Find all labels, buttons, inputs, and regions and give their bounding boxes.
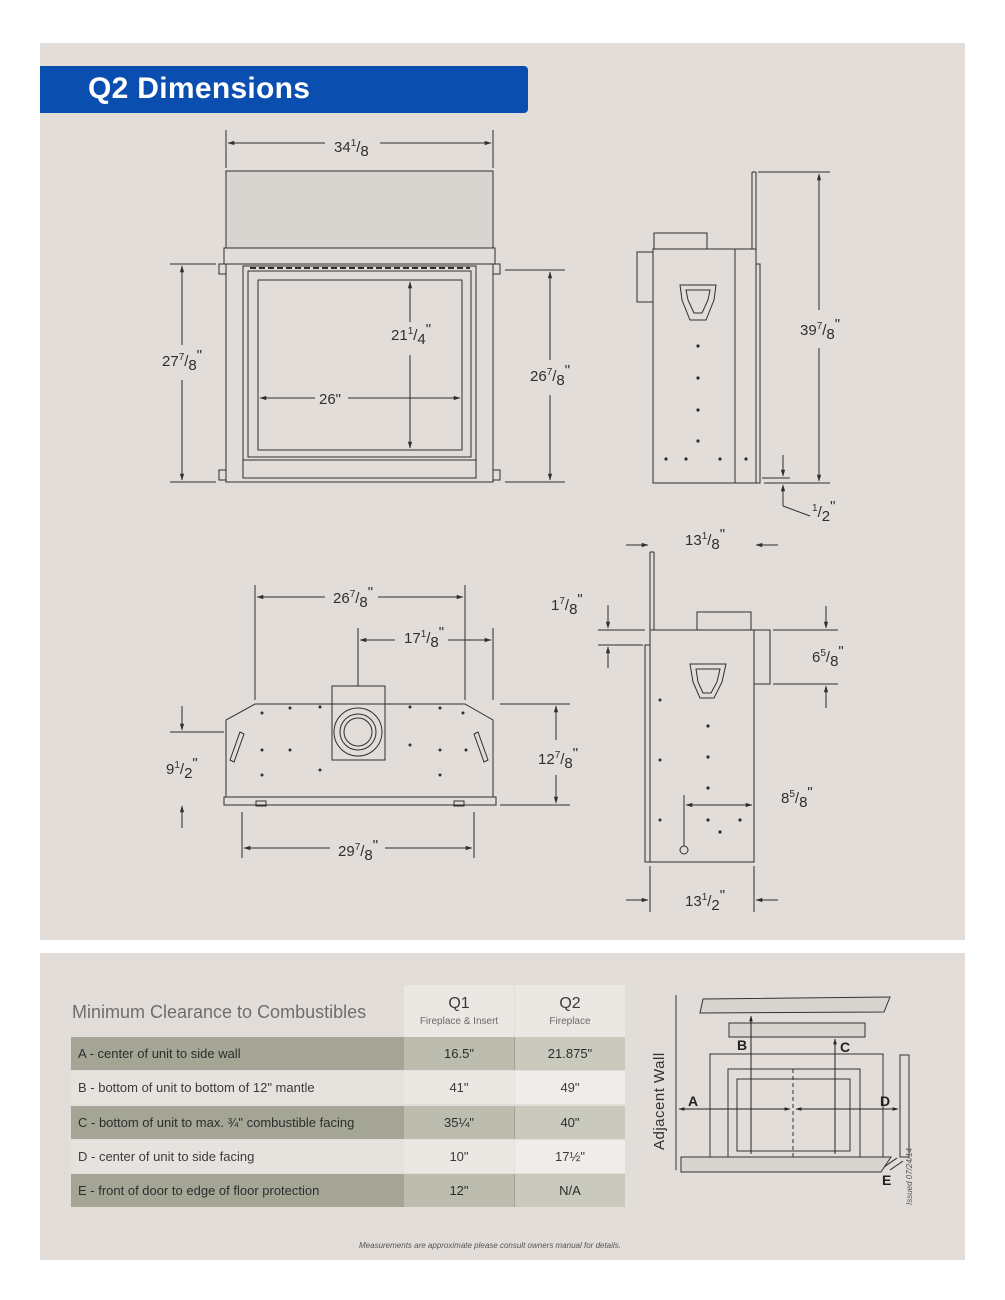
clearance-title: Minimum Clearance to Combustibles [72,1002,367,1022]
diagram-letter-d: D [880,1093,891,1109]
diagram-letter-e: E [882,1172,892,1188]
footnote: Measurements are approximate please cons… [359,1241,621,1250]
dim-opening-width: 26" [319,391,341,408]
drawing-panel [40,43,965,940]
dim-front-height: 277/8" [162,347,202,374]
diagram-letter-a: A [688,1093,699,1109]
dim-top-total-depth: 127/8" [538,745,578,772]
dim-top-depth: 267/8" [333,584,373,611]
column-header-q2: Q2 Fireplace [515,985,625,1037]
dim-rear-top-width: 131/8" [685,526,725,553]
top-view [223,685,497,807]
dim-side-height: 397/8" [800,316,840,343]
diagram-letter-b: B [737,1037,748,1053]
dim-vent-offset: 171/8" [404,624,444,651]
side-view [636,171,761,484]
dim-rear-vent-center: 85/8" [781,784,813,811]
dimension-drawings: 341/8 277/8" 211/4" 26" 267/8" 397/8" 1/… [162,130,844,914]
table-row: E - front of door to edge of floor prote… [71,1174,625,1207]
diagram-letter-c: C [840,1039,851,1055]
front-view [218,170,501,483]
dim-top-side-depth: 91/2" [166,755,198,782]
table-row: B - bottom of unit to bottom of 12" mant… [71,1071,625,1104]
rear-view [644,551,771,863]
dim-front-width: 341/8 [334,138,369,160]
title-bar: Q2 Dimensions [40,66,528,113]
adjacent-wall-label: Adjacent Wall [651,1052,668,1150]
column-header-q1: Q1 Fireplace & Insert [404,985,514,1037]
dim-rear-bottom-width: 131/2" [685,887,725,914]
issued-date: Issued 07/24/14 [905,1148,914,1205]
dim-top-bottom-width: 297/8" [338,837,378,864]
dim-rear-top-step: 17/8" [551,591,583,618]
dim-rear-vent-height: 65/8" [812,643,844,670]
dim-body-height: 267/8" [530,362,570,389]
dim-opening-height: 211/4" [391,321,431,348]
page-title: Q2 Dimensions [88,72,311,105]
dim-side-bottom: 1/2" [812,498,835,525]
table-row: C - bottom of unit to max. ¾" combustibl… [71,1106,625,1139]
